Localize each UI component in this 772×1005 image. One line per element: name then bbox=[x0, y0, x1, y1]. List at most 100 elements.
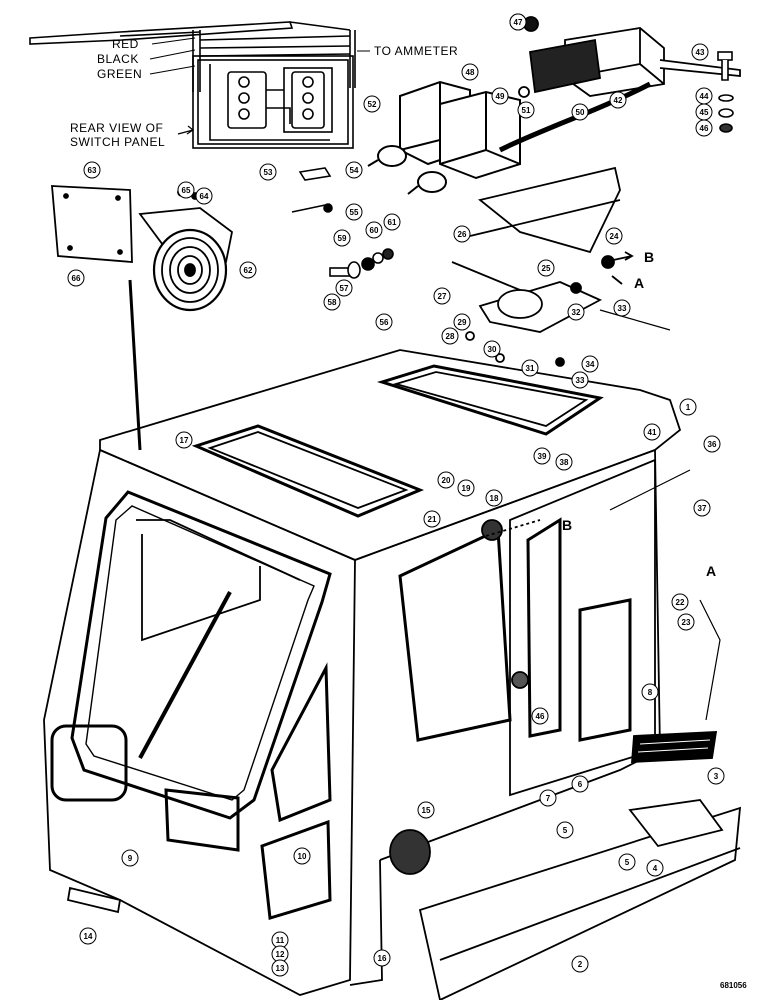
callout-circle bbox=[363, 95, 381, 113]
callout-number: 1 bbox=[686, 403, 691, 412]
callout-48: 48 bbox=[461, 63, 479, 81]
callout-number: 19 bbox=[462, 484, 471, 493]
callout-7: 7 bbox=[539, 789, 557, 807]
callout-number: 2 bbox=[578, 960, 583, 969]
callout-3: 3 bbox=[707, 767, 725, 785]
callout-number: 59 bbox=[338, 234, 347, 243]
callout-number: 63 bbox=[88, 166, 97, 175]
callout-14: 14 bbox=[79, 927, 97, 945]
callout-39: 39 bbox=[533, 447, 551, 465]
callout-circle bbox=[441, 327, 459, 345]
callout-19: 19 bbox=[457, 479, 475, 497]
callout-number: 49 bbox=[496, 92, 505, 101]
callout-number: 9 bbox=[128, 854, 133, 863]
callout-27: 27 bbox=[433, 287, 451, 305]
callout-5: 5 bbox=[556, 821, 574, 839]
callout-30: 30 bbox=[483, 340, 501, 358]
callout-circle bbox=[457, 479, 475, 497]
callout-number: 30 bbox=[488, 345, 497, 354]
wire-label-ammeter: TO AMMETER bbox=[374, 44, 458, 58]
callout-23: 23 bbox=[677, 613, 695, 631]
callout-46: 46 bbox=[695, 119, 713, 137]
callout-circle bbox=[539, 789, 557, 807]
callout-circle bbox=[461, 63, 479, 81]
callout-circle bbox=[533, 447, 551, 465]
callout-circle bbox=[259, 163, 277, 181]
callout-circle bbox=[485, 489, 503, 507]
callout-47: 47 bbox=[509, 13, 527, 31]
callout-circle bbox=[613, 299, 631, 317]
callout-58: 58 bbox=[323, 293, 341, 311]
letter-a-top: A bbox=[634, 275, 644, 291]
callout-circle bbox=[453, 313, 471, 331]
callout-circle bbox=[271, 959, 289, 977]
callout-circle bbox=[453, 225, 471, 243]
callout-circle bbox=[605, 227, 623, 245]
callout-number: 45 bbox=[700, 108, 709, 117]
callout-circle bbox=[83, 161, 101, 179]
callout-circle bbox=[571, 103, 589, 121]
callout-number: 48 bbox=[466, 68, 475, 77]
callout-circle bbox=[373, 949, 391, 967]
callout-circle bbox=[571, 955, 589, 973]
callout-37: 37 bbox=[693, 499, 711, 517]
callout-45: 45 bbox=[695, 103, 713, 121]
callout-circle bbox=[567, 303, 585, 321]
callout-number: 55 bbox=[350, 208, 359, 217]
callout-number: 12 bbox=[276, 950, 285, 959]
callout-number: 46 bbox=[536, 712, 545, 721]
callout-25: 25 bbox=[537, 259, 555, 277]
callout-number: 66 bbox=[72, 274, 81, 283]
callout-circle bbox=[323, 293, 341, 311]
callout-circle bbox=[641, 683, 659, 701]
callout-number: 61 bbox=[388, 218, 397, 227]
callout-circle bbox=[177, 181, 195, 199]
callout-circle bbox=[618, 853, 636, 871]
callout-circle bbox=[365, 221, 383, 239]
callout-circle bbox=[345, 203, 363, 221]
switch-panel-rear-view bbox=[192, 55, 354, 149]
callout-number: 7 bbox=[546, 794, 551, 803]
callout-49: 49 bbox=[491, 87, 509, 105]
fan-assembly bbox=[51, 185, 233, 312]
callout-5-second: 5 bbox=[618, 853, 636, 871]
callout-36: 36 bbox=[703, 435, 721, 453]
figure-id: 681056 bbox=[720, 981, 747, 990]
callout-number: 14 bbox=[84, 932, 93, 941]
callout-18: 18 bbox=[485, 489, 503, 507]
callout-circle bbox=[335, 279, 353, 297]
callout-number: 41 bbox=[648, 428, 657, 437]
callout-22: 22 bbox=[671, 593, 689, 611]
callout-circle bbox=[679, 398, 697, 416]
callout-8: 8 bbox=[641, 683, 659, 701]
callout-number: 32 bbox=[572, 308, 581, 317]
callout-4: 4 bbox=[646, 859, 664, 877]
callout-number: 23 bbox=[682, 618, 691, 627]
callout-number: 62 bbox=[244, 266, 253, 275]
callout-46-second: 46 bbox=[531, 707, 549, 725]
callout-number: 5 bbox=[563, 826, 568, 835]
callout-number: 22 bbox=[676, 598, 685, 607]
callout-number: 65 bbox=[182, 186, 191, 195]
callout-number: 10 bbox=[298, 852, 307, 861]
callout-number: 60 bbox=[370, 226, 379, 235]
cab-body bbox=[43, 279, 742, 1002]
callout-number: 53 bbox=[264, 168, 273, 177]
callout-6: 6 bbox=[571, 775, 589, 793]
callout-44: 44 bbox=[695, 87, 713, 105]
panel-label-line-1: REAR VIEW OF bbox=[70, 121, 163, 135]
callout-9: 9 bbox=[121, 849, 139, 867]
callout-number: 3 bbox=[714, 772, 719, 781]
callout-circle bbox=[556, 821, 574, 839]
callout-circle bbox=[581, 355, 599, 373]
callout-number: 13 bbox=[276, 964, 285, 973]
callout-circle bbox=[537, 259, 555, 277]
callout-31: 31 bbox=[521, 359, 539, 377]
callout-number: 25 bbox=[542, 264, 551, 273]
callout-number: 33 bbox=[576, 376, 585, 385]
callout-number: 28 bbox=[446, 332, 455, 341]
callout-52: 52 bbox=[363, 95, 381, 113]
callout-number: 52 bbox=[368, 100, 377, 109]
callout-number: 64 bbox=[200, 192, 209, 201]
callout-number: 33 bbox=[618, 304, 627, 313]
